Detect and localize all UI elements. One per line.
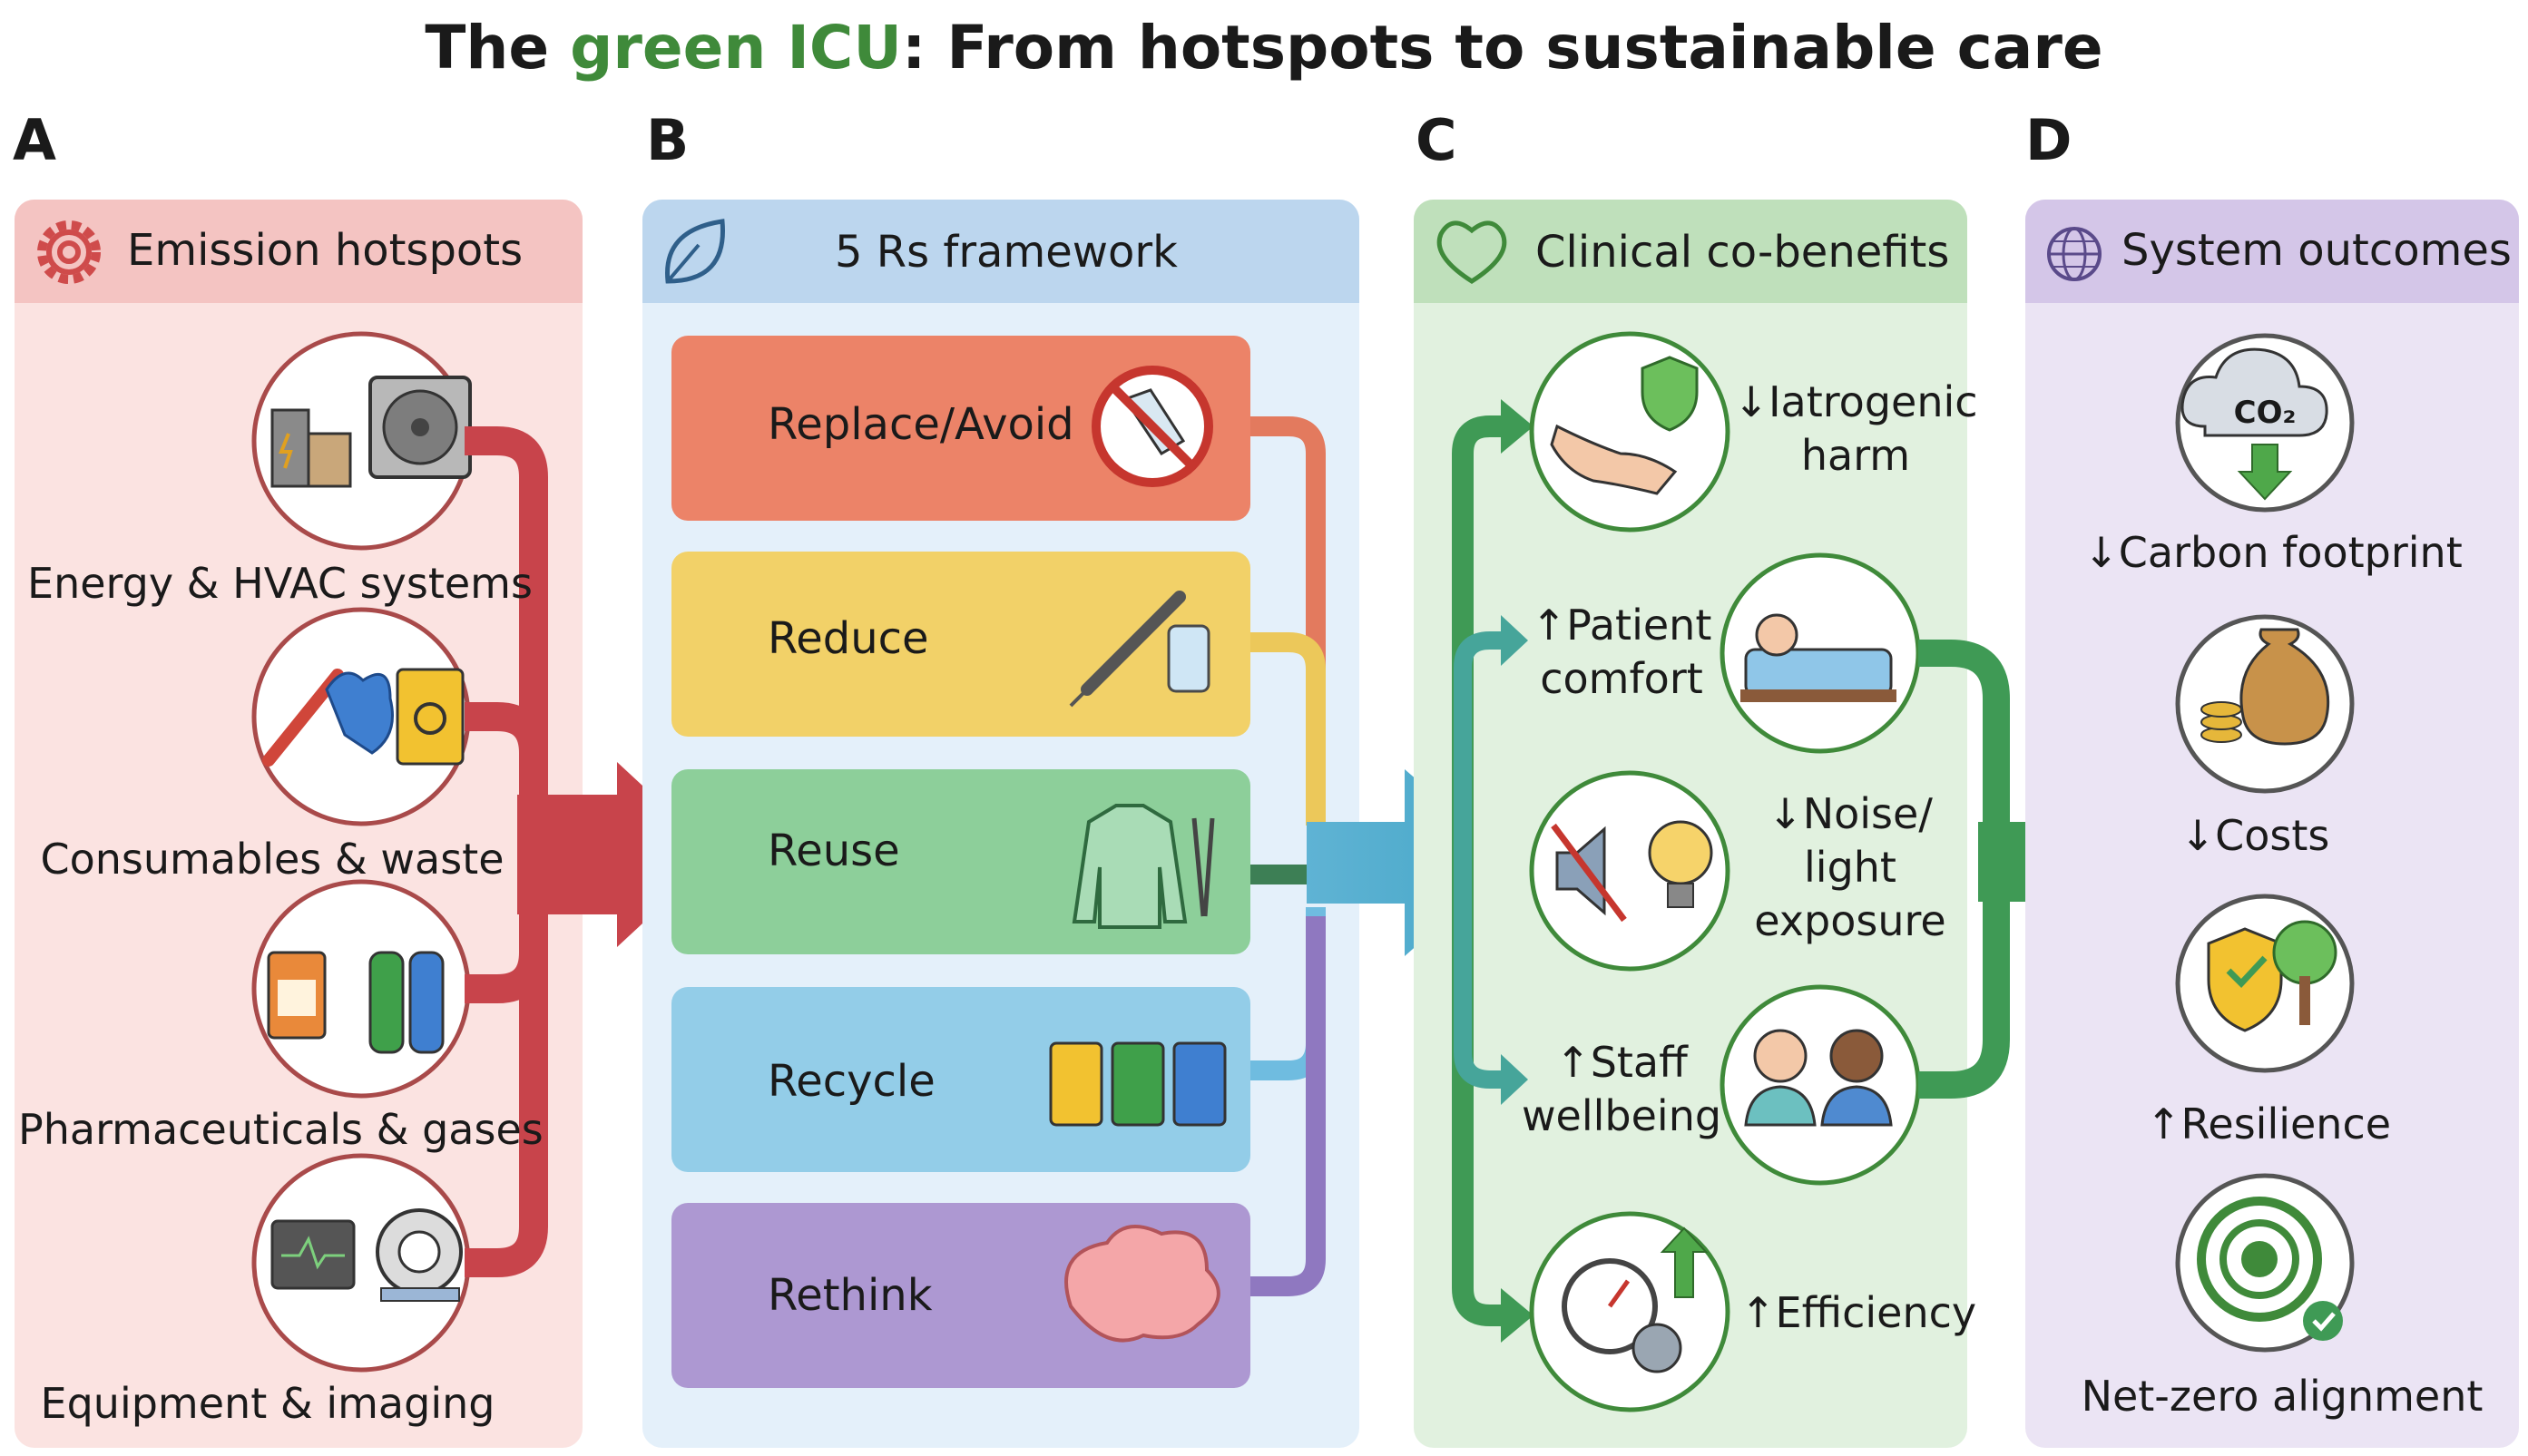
pharmaceuticals-gases-icon — [251, 879, 471, 1099]
panel-d-heading: System outcomes — [2121, 225, 2512, 276]
benefit-noise-line1: ↓Noise/ — [1768, 789, 1933, 838]
recycling-bins-icon — [1049, 1041, 1227, 1127]
gear-icon — [37, 220, 101, 284]
brain-icon — [1064, 1225, 1220, 1343]
panel-b-letter: B — [646, 107, 690, 173]
panel-b-main-arrow — [1307, 769, 1512, 956]
title-suffix: : From hotspots to sustainable care — [901, 13, 2103, 83]
outcome-net-zero: Net-zero alignment — [2081, 1372, 2484, 1421]
panel-a-connector-arrows — [465, 426, 548, 1277]
benefit-iatrogenic-line2: harm — [1800, 430, 1911, 480]
benefit-noise-line3: exposure — [1754, 895, 1946, 945]
outcome-carbon-footprint: ↓Carbon footprint — [2083, 528, 2463, 577]
co2-label: CO₂ — [2233, 395, 2297, 431]
benefit-efficiency: ↑Efficiency — [1740, 1288, 1977, 1337]
panel-c-branch-arrows — [1452, 399, 1533, 1343]
title-prefix: The — [425, 13, 571, 83]
framework-replace-avoid: Replace/Avoid — [768, 399, 1074, 450]
consumables-waste-icon — [251, 607, 471, 826]
patient-comfort-icon — [1720, 552, 1921, 754]
net-zero-target-icon — [2175, 1173, 2355, 1353]
panel-c-connector-arrows — [1918, 640, 2010, 1099]
carbon-footprint-icon — [2175, 333, 2355, 513]
benefit-iatrogenic-line1: ↓Iatrogenic — [1733, 377, 1978, 426]
framework-reuse: Reuse — [768, 826, 900, 876]
hotspot-label-pharmaceuticals: Pharmaceuticals & gases — [18, 1105, 544, 1154]
framework-rethink: Rethink — [768, 1270, 933, 1321]
panel-d — [2025, 200, 2519, 1448]
resilience-icon — [2175, 894, 2355, 1073]
benefit-noise-light: ↓Noise/ light exposure — [1728, 787, 1973, 948]
outcome-costs: ↓Costs — [2180, 811, 2330, 860]
benefit-patient-comfort: ↑Patient comfort — [1499, 599, 1744, 706]
outcome-resilience: ↑Resilience — [2145, 1099, 2392, 1148]
leaf-icon — [665, 219, 725, 284]
costs-icon — [2175, 614, 2355, 794]
panel-a-heading: Emission hotspots — [127, 225, 524, 276]
benefit-patient-line1: ↑Patient — [1531, 601, 1712, 650]
page-title: The green ICU: From hotspots to sustaina… — [0, 13, 2528, 83]
iatrogenic-harm-icon — [1529, 331, 1730, 533]
hotspot-label-consumables: Consumables & waste — [40, 835, 505, 884]
reusable-gown-instruments-icon — [1072, 804, 1215, 929]
globe-icon — [2047, 227, 2102, 281]
panel-b-blocks — [671, 336, 1250, 1388]
panel-c-heading: Clinical co-benefits — [1535, 227, 1950, 278]
noise-light-icon — [1529, 770, 1730, 972]
panel-b-heading: 5 Rs framework — [835, 227, 1178, 278]
energy-hvac-icon — [251, 331, 472, 551]
syringe-iv-bag-icon — [1069, 591, 1210, 708]
framework-reduce: Reduce — [768, 613, 929, 664]
efficiency-icon — [1529, 1211, 1730, 1412]
benefit-iatrogenic-harm: ↓Iatrogenic harm — [1724, 376, 1987, 483]
hotspot-label-energy: Energy & HVAC systems — [27, 559, 533, 608]
panel-c-letter: C — [1416, 107, 1457, 173]
benefit-staff-line1: ↑Staff — [1555, 1038, 1688, 1087]
benefit-staff-line2: wellbeing — [1521, 1090, 1722, 1140]
benefit-staff-wellbeing: ↑Staff wellbeing — [1499, 1036, 1744, 1143]
no-disposables-icon — [1092, 366, 1213, 487]
title-highlight: green ICU — [570, 13, 902, 83]
equipment-imaging-icon — [251, 1153, 471, 1373]
benefit-noise-line2: light — [1804, 842, 1896, 892]
benefit-patient-line2: comfort — [1540, 653, 1703, 703]
heart-icon — [1436, 220, 1507, 284]
hotspot-label-equipment: Equipment & imaging — [40, 1379, 495, 1428]
framework-recycle: Recycle — [768, 1056, 936, 1107]
staff-wellbeing-icon — [1720, 984, 1921, 1186]
panel-d-letter: D — [2025, 107, 2072, 173]
panel-a-letter: A — [13, 107, 56, 173]
